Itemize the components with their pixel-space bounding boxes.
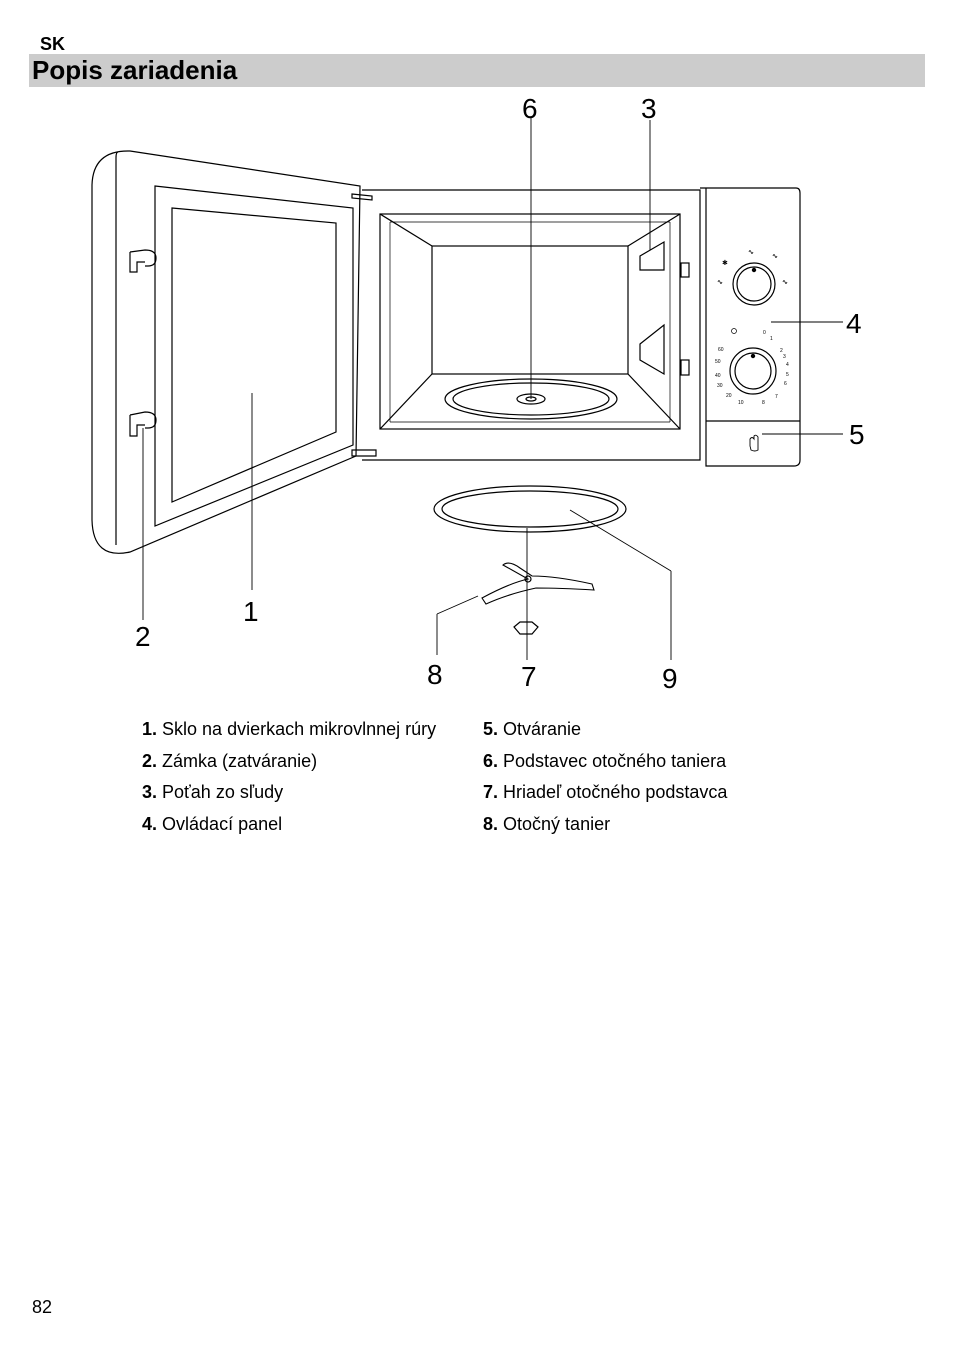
latch-hook-top (129, 249, 157, 273)
svg-text:30: 30 (717, 383, 723, 389)
door-frame (154, 185, 354, 527)
power-level-icons: ✱ (717, 250, 788, 284)
callout-1: 1 (243, 596, 259, 627)
roller-support (481, 562, 595, 605)
callout-9: 9 (662, 663, 678, 694)
legend-left-column: 1. Sklo na dvierkach mikrovlnnej rúry 2.… (142, 714, 436, 840)
legend-item: 8. Otočný tanier (483, 813, 611, 834)
svg-text:8: 8 (762, 400, 765, 406)
latch-hook-bottom (129, 411, 157, 437)
callout-7: 7 (521, 661, 537, 692)
svg-text:✱: ✱ (722, 259, 728, 267)
door-glass (171, 207, 337, 503)
callout-3: 3 (641, 93, 657, 124)
microwave-diagram: 0 1 2 3 4 5 6 7 8 10 20 30 40 50 60 ✱ 6 … (91, 93, 865, 694)
cavity-outer (379, 213, 681, 430)
legend-item: 7. Hriadeľ otočného podstavca (483, 782, 728, 803)
svg-text:20: 20 (726, 393, 732, 399)
callout-6: 6 (522, 93, 538, 124)
svg-text:40: 40 (715, 373, 721, 379)
page-number: 82 (32, 1297, 53, 1317)
svg-text:3: 3 (783, 354, 786, 360)
legend-item: 6. Podstavec otočného taniera (483, 750, 727, 771)
svg-text:10: 10 (738, 400, 744, 406)
callout-8: 8 (427, 659, 443, 690)
svg-text:4: 4 (786, 362, 789, 368)
legend-item: 4. Ovládací panel (142, 813, 283, 834)
door-inner-edge (115, 151, 119, 545)
timer-dial-labels: 0 1 2 3 4 5 6 7 8 10 20 30 40 50 60 (715, 330, 789, 406)
control-panel (700, 187, 801, 467)
callout-5: 5 (849, 419, 865, 450)
svg-text:50: 50 (715, 359, 721, 365)
legend-item: 5. Otváranie (483, 719, 582, 739)
turntable-shaft (513, 621, 539, 635)
door-outer (91, 150, 361, 554)
callout-4: 4 (846, 308, 862, 339)
svg-text:60: 60 (718, 347, 724, 353)
svg-text:1: 1 (770, 336, 773, 342)
door-release-icon (749, 434, 759, 452)
legend-item: 3. Poťah zo sľudy (142, 782, 284, 803)
svg-text:6: 6 (784, 381, 787, 387)
legend-item: 1. Sklo na dvierkach mikrovlnnej rúry (142, 719, 437, 739)
legend-right-column: 5. Otváranie 6. Podstavec otočného tanie… (483, 714, 727, 840)
glass-turntable (433, 485, 627, 533)
timer-clock-icon (731, 328, 737, 334)
svg-text:0: 0 (763, 330, 766, 336)
legend-item: 2. Zámka (zatváranie) (142, 750, 318, 771)
svg-text:2: 2 (780, 348, 783, 354)
page-title: Popis zariadenia (32, 55, 238, 85)
svg-text:5: 5 (786, 372, 789, 378)
svg-text:7: 7 (775, 394, 778, 400)
callout-2: 2 (135, 621, 151, 652)
mica-cover (639, 240, 665, 271)
language-code: SK (40, 34, 66, 54)
timer-dial (729, 347, 777, 395)
power-dial (732, 262, 776, 306)
section-title-bar: Popis zariadenia (29, 54, 925, 87)
cavity-back (431, 245, 629, 375)
